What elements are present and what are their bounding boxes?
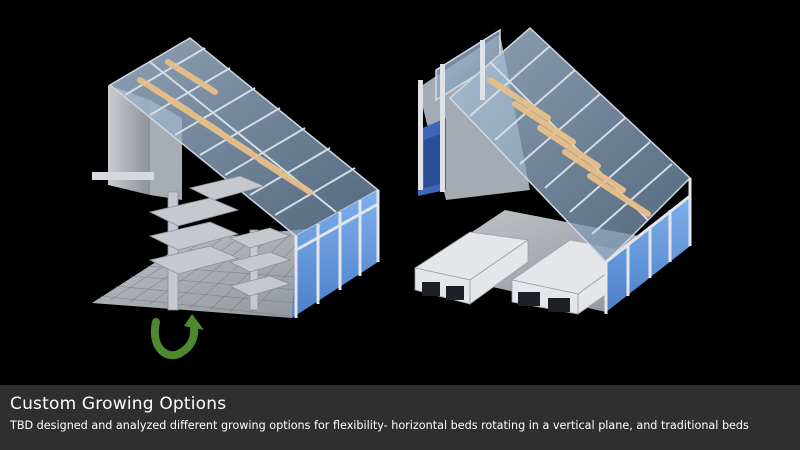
caption-bar: Custom Growing Options TBD designed and … <box>0 385 800 450</box>
slide-description: TBD designed and analyzed different grow… <box>10 419 749 432</box>
circular-arrow-icon <box>150 314 204 360</box>
traditional-beds-greenhouse <box>413 26 692 315</box>
rotating-horizontal-beds-greenhouse <box>92 37 380 318</box>
illustration-area <box>92 26 692 360</box>
slide-title: Custom Growing Options <box>10 394 227 414</box>
